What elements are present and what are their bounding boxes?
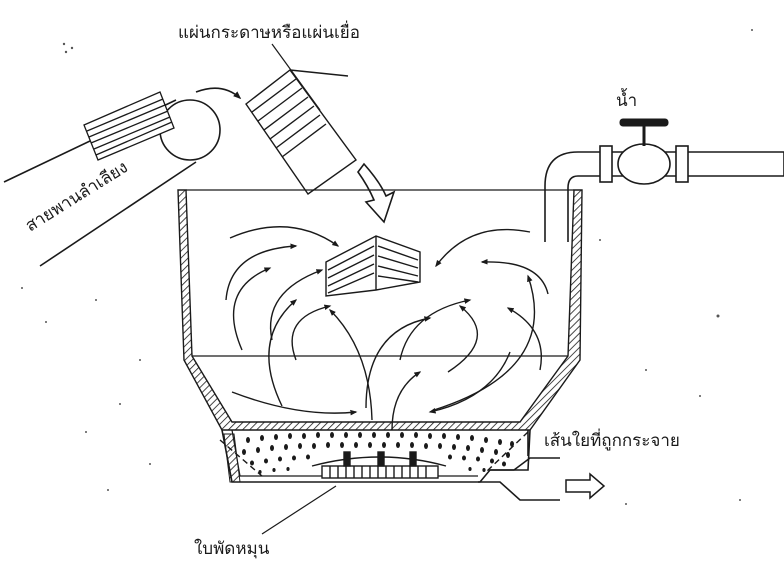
paper-sheets-label: แผ่นกระดาษหรือแผ่นเยื่อ: [178, 20, 360, 43]
drop-arrow: [357, 162, 396, 224]
background-specks: [21, 29, 753, 505]
paper-stack-on-conveyor: [83, 91, 175, 161]
impeller: [311, 451, 447, 479]
conveyor-label: สายพานลำเลียง: [22, 157, 132, 236]
paper-block-in-tank: [325, 235, 421, 297]
fiber-leader-right: [485, 431, 529, 473]
transfer-arrow: [195, 87, 242, 100]
pulper-tank: [177, 189, 583, 483]
valve-handle-icon: [619, 118, 669, 146]
falling-paper-block: [245, 69, 357, 195]
dispersed-fibers-label: เส้นใยที่ถูกกระจาย: [544, 428, 680, 451]
outlet-arrow: [565, 472, 606, 500]
water-label: น้ำ: [616, 88, 637, 111]
impeller-label-leader: [261, 485, 337, 535]
impeller-label: ใบพัดหมุน: [194, 538, 270, 559]
dispersed-fiber-dots: [242, 432, 514, 474]
paper-label-leader: [271, 43, 321, 111]
flow-arrows: [225, 226, 549, 431]
outlet-pipe: [478, 430, 560, 501]
water-pipe: [544, 143, 784, 242]
